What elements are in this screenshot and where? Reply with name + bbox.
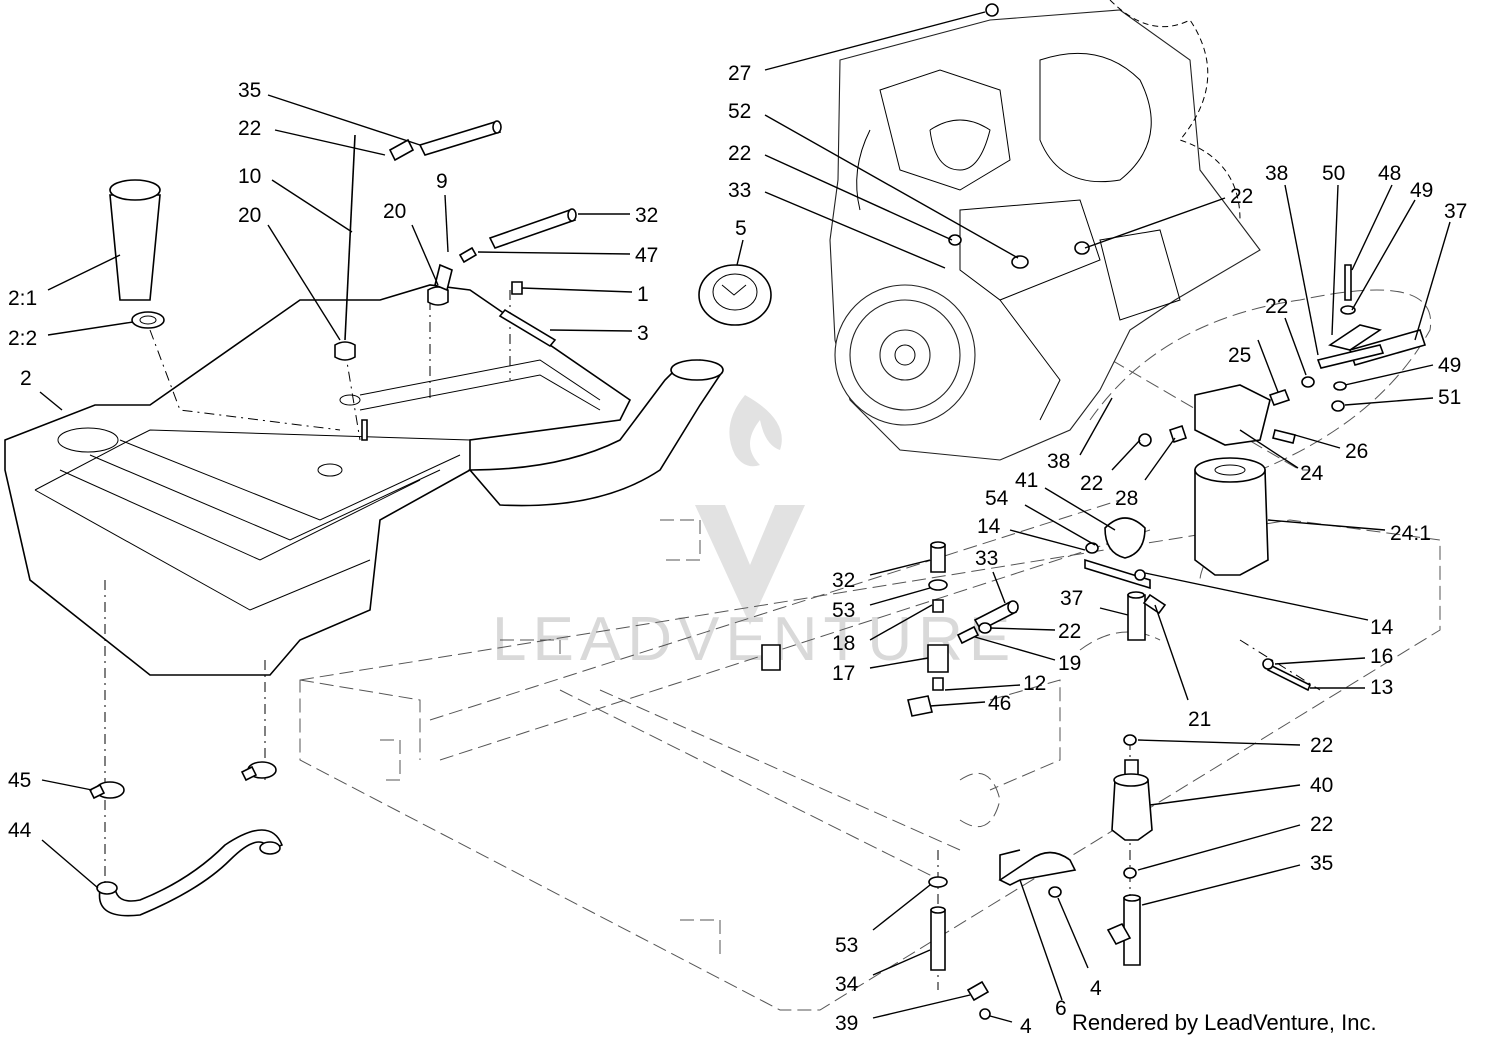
fuel-tank	[4, 284, 632, 676]
callout-5: 5	[735, 217, 747, 240]
watermark-text: LEADVENTURE	[492, 605, 1016, 674]
callout-17: 17	[832, 662, 855, 685]
callout-19: 19	[1058, 652, 1081, 675]
callout-10: 10	[238, 165, 261, 188]
callout-22: 22	[728, 142, 751, 165]
callout-24-1: 24:1	[1390, 522, 1431, 545]
callout-22: 22	[1080, 472, 1103, 495]
hose-clamps	[88, 761, 277, 800]
callout-35: 35	[1310, 852, 1333, 875]
callout-22: 22	[238, 117, 261, 140]
callout-20: 20	[383, 200, 406, 223]
tank-fittings	[334, 134, 557, 441]
callout-4: 4	[1020, 1015, 1032, 1038]
callout-26: 26	[1345, 440, 1368, 463]
engine	[829, 0, 1261, 461]
grommet	[131, 311, 165, 329]
callout-50: 50	[1322, 162, 1345, 185]
callout-54: 54	[985, 487, 1009, 510]
callout-12: 12	[1023, 672, 1046, 695]
callout-28: 28	[1115, 487, 1138, 510]
callout-49: 49	[1438, 354, 1461, 377]
callout-3: 3	[637, 322, 649, 345]
callout-2: 2	[20, 367, 32, 390]
callout-44: 44	[8, 819, 32, 842]
fuel-cap	[698, 264, 772, 326]
callout-4: 4	[1090, 977, 1102, 1000]
callout-16: 16	[1370, 645, 1393, 668]
callout-39: 39	[835, 1012, 858, 1035]
callout-45: 45	[8, 769, 31, 792]
callout-22: 22	[1058, 620, 1081, 643]
callout-20: 20	[238, 204, 261, 227]
callout-47: 47	[635, 244, 658, 267]
callout-14: 14	[977, 515, 1001, 538]
callout-24: 24	[1300, 462, 1324, 485]
callout-22: 22	[1265, 295, 1288, 318]
callout-22: 22	[1310, 734, 1333, 757]
callout-48: 48	[1378, 162, 1401, 185]
callout-33: 33	[728, 179, 751, 202]
callout-13: 13	[1370, 676, 1393, 699]
callout-46: 46	[988, 692, 1011, 715]
callout-2-2: 2:2	[8, 327, 37, 350]
callout-27: 27	[728, 62, 751, 85]
callout-37: 37	[1060, 587, 1083, 610]
callout-38: 38	[1265, 162, 1288, 185]
callout-22: 22	[1230, 185, 1253, 208]
callout-6: 6	[1055, 997, 1067, 1020]
callout-49: 49	[1410, 179, 1433, 202]
inline-filter	[1106, 734, 1153, 966]
callout-14: 14	[1370, 616, 1394, 639]
callout-52: 52	[728, 100, 751, 123]
filler-neck	[468, 359, 724, 507]
callout-21: 21	[1188, 708, 1211, 731]
callout-18: 18	[832, 632, 855, 655]
callout-40: 40	[1310, 774, 1333, 797]
credit-text: Rendered by LeadVenture, Inc.	[1072, 1010, 1377, 1035]
callout-2-1: 2:1	[8, 287, 37, 310]
filler-tube	[109, 179, 161, 301]
callout-32: 32	[832, 569, 855, 592]
callout-25: 25	[1228, 344, 1251, 367]
callout-9: 9	[436, 170, 448, 193]
callout-1: 1	[637, 283, 649, 306]
callout-53: 53	[832, 599, 855, 622]
callout-35: 35	[238, 79, 261, 102]
callout-22: 22	[1310, 813, 1333, 836]
callout-53: 53	[835, 934, 858, 957]
callout-38: 38	[1047, 450, 1070, 473]
callout-51: 51	[1438, 386, 1461, 409]
callout-33: 33	[975, 547, 998, 570]
hoses	[96, 120, 577, 917]
callout-34: 34	[835, 973, 859, 996]
callout-37: 37	[1444, 200, 1467, 223]
callout-32: 32	[635, 204, 658, 227]
callout-41: 41	[1015, 469, 1038, 492]
callouts: 27 52 22 33 22 35 22 10 9 20 20 32 47 5 …	[8, 11, 1467, 1038]
fuel-filter-assembly	[1138, 264, 1427, 576]
watermark: LEADVENTURE	[492, 395, 1016, 674]
bottom-parts	[928, 849, 1077, 1020]
center-fittings	[761, 517, 1312, 717]
